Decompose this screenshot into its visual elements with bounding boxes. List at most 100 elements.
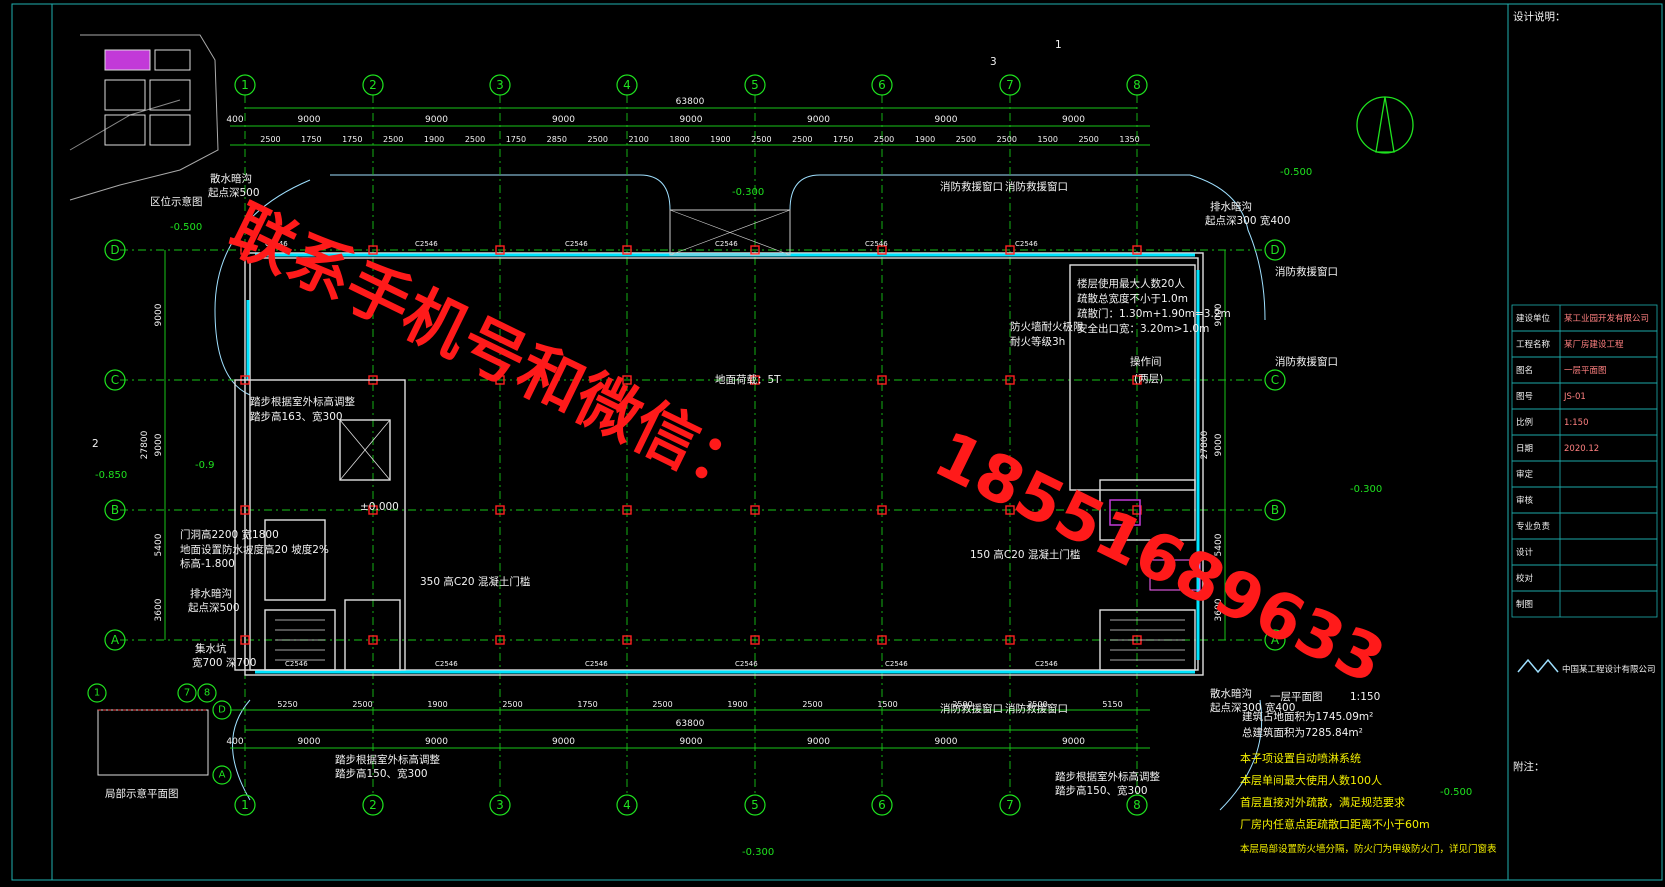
fire-window-label-5: 消防救援窗口 — [940, 702, 1003, 715]
title-block-value: 一层平面图 — [1564, 366, 1607, 376]
grid-bubble-label: 2 — [369, 798, 377, 812]
grid-bubble-6 — [871, 74, 893, 96]
side-dim-value: 9000 — [154, 433, 164, 456]
top-detail-chain-value: 2500 — [260, 135, 280, 144]
grid-bubble-5 — [744, 74, 766, 96]
window-tags: C2546C2546C2546C2546C2546C2546C2546C2546… — [265, 240, 1058, 668]
bottom-detail-chain-value: 1750 — [577, 700, 597, 709]
bottom-detail-chain-value: 1900 — [427, 700, 447, 709]
structural-column — [750, 245, 760, 255]
door-note-b: 地面设置防水坡度高20 坡度2% — [180, 543, 329, 556]
operating-room-label: 操作间 — [1130, 355, 1162, 368]
grid-bubble-label: 8 — [1133, 798, 1141, 812]
structural-column — [750, 375, 760, 385]
elevation-7: ±0.000 — [360, 501, 399, 513]
grid-bubble-label: 7 — [1006, 798, 1014, 812]
sump-label: 集水坑 — [195, 642, 227, 655]
overall-width-dim: 63800 — [676, 97, 705, 107]
side-dim-value: 3600 — [154, 598, 164, 621]
top-detail-chain-value: 2500 — [997, 135, 1017, 144]
grid-bubble-label: 3 — [496, 78, 504, 92]
title-block: 设计说明： 建设单位某工业园开发有限公司工程名称某厂房建设工程图名一层平面图图号… — [1511, 10, 1658, 773]
window-tag-top: C2546 — [1015, 240, 1038, 248]
grid-bubble-label: D — [110, 243, 119, 257]
grid-bubble-1 — [234, 74, 256, 96]
evacuation-width-note: 疏散总宽度不小于1.0m — [1077, 292, 1188, 305]
drainage-depth-3: 起点深300 宽400 — [1210, 701, 1295, 714]
bottom-detail-chain-value: 5150 — [1102, 700, 1122, 709]
grid-bubble-label: 1 — [241, 78, 249, 92]
gross-floor-area: 总建筑面积为7285.84m² — [1242, 726, 1363, 739]
steps-note-1b: 踏步高163、宽300 — [250, 410, 343, 423]
bay-width-dim: 9000 — [1062, 115, 1085, 125]
fire-window-label-3: 消防救援窗口 — [1275, 265, 1338, 278]
title-block-key: 审定 — [1516, 469, 1534, 480]
window-tag-top: C2546 — [565, 240, 588, 248]
title-block-key: 专业负责 — [1516, 521, 1551, 532]
window-tag-bottom: C2546 — [585, 660, 608, 668]
top-detail-chain-value: 1900 — [915, 135, 935, 144]
elevation-3: -0.500 — [1280, 167, 1312, 178]
grid-bubble-label: D — [1270, 243, 1279, 257]
company-logo-icon — [1517, 658, 1559, 674]
structural-column — [495, 635, 505, 645]
key-bubble-a: A — [219, 770, 226, 781]
grid-bubble-8 — [1126, 74, 1148, 96]
elevation-2: -0.500 — [170, 222, 202, 233]
grid-bubble-label: 5 — [751, 798, 759, 812]
window-tag-top: C2546 — [715, 240, 738, 248]
grid-bubble-C — [104, 369, 126, 391]
structural-column — [1005, 245, 1015, 255]
title-block-key: 图名 — [1516, 365, 1533, 376]
bottom-detail-chain-value: 1900 — [727, 700, 747, 709]
grid-bubble-label: 1 — [241, 798, 249, 812]
grid-bubble-2 — [362, 794, 384, 816]
plan-scale: 1:150 — [1350, 691, 1380, 703]
bay-width-dim: 9000 — [298, 737, 321, 747]
top-detail-chain-value: 2500 — [751, 135, 771, 144]
top-detail-chain-value: 1750 — [342, 135, 362, 144]
edge-offset-dim: 400 — [226, 737, 243, 747]
title-block-key: 校对 — [1516, 573, 1534, 584]
elevation-1: -0.300 — [732, 187, 764, 198]
grid-bubble-B — [104, 499, 126, 521]
drainage-depth-4: 起点深500 — [188, 602, 240, 614]
keyplan-note: 局部示意平面图 — [105, 787, 179, 800]
grid-bubble-label: 5 — [751, 78, 759, 92]
title-block-value: 某工业园开发有限公司 — [1564, 313, 1649, 324]
key-bubble-8: 8 — [204, 688, 210, 699]
structural-column — [877, 505, 887, 515]
bay-width-dim: 9000 — [552, 737, 575, 747]
window-tag-top: C2546 — [265, 240, 288, 248]
window-tag-top: C2546 — [865, 240, 888, 248]
top-detail-chain-value: 1800 — [669, 135, 689, 144]
door-note-c: 标高-1.800 — [180, 557, 235, 570]
design-note-4: 厂房内任意点距疏散口距离不小于60m — [1240, 817, 1430, 831]
bottom-detail-chain-value: 2500 — [502, 700, 522, 709]
operating-room-sub: (两层) — [1134, 373, 1163, 385]
side-dim-value: 5400 — [1214, 533, 1224, 556]
safe-exit-note: 安全出口宽：3.20m>1.0m — [1077, 322, 1209, 335]
fire-window-label-6: 消防救援窗口 — [1005, 702, 1068, 715]
title-block-key: 审核 — [1516, 495, 1534, 506]
title-block-row — [1511, 590, 1658, 618]
bay-width-dim: 9000 — [298, 115, 321, 125]
side-dim-value: 3600 — [1214, 598, 1224, 621]
door-note: 门洞高2200 宽1800 — [180, 528, 279, 541]
top-detail-chain-value: 1750 — [301, 135, 321, 144]
fire-window-label-2: 消防救援窗口 — [1005, 180, 1068, 193]
drainage-label-4: 排水暗沟 — [190, 587, 232, 600]
fire-window-label-4: 消防救援窗口 — [1275, 355, 1338, 368]
edge-offset-dim: 400 — [226, 115, 243, 125]
bay-width-dim: 9000 — [807, 115, 830, 125]
grid-bubble-label: B — [1271, 503, 1279, 517]
top-detail-chain-value: 1500 — [1038, 135, 1058, 144]
window-tag-bottom: C2546 — [1035, 660, 1058, 668]
fire-wall-note-b: 耐火等级3h — [1010, 335, 1065, 348]
exit-door-note: 疏散门：1.30m+1.90m=3.2m — [1077, 307, 1231, 320]
structural-column — [495, 375, 505, 385]
title-block-key: 日期 — [1516, 444, 1533, 454]
title-block-row — [1511, 460, 1658, 488]
